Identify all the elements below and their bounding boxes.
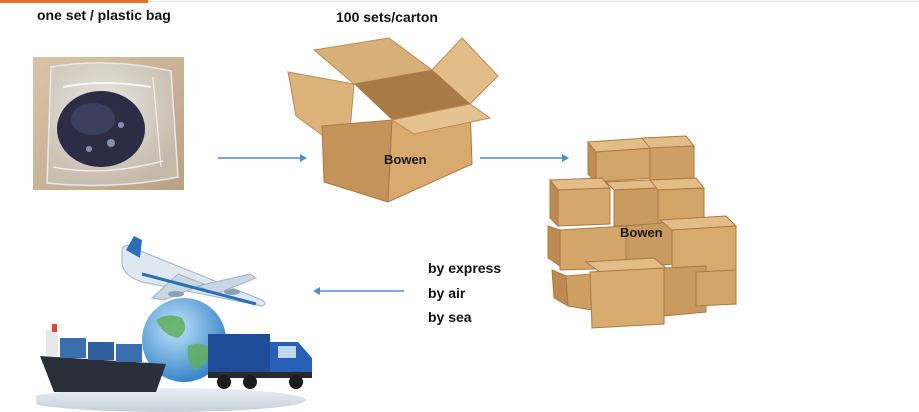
airplane-icon (121, 236, 266, 307)
shipping-methods: by express by air by sea (428, 256, 501, 330)
ship-icon (40, 324, 166, 392)
open-box-icon (287, 37, 499, 203)
stack-brand-label: Bowen (620, 225, 663, 240)
arrow-right-icon (218, 154, 307, 162)
shipping-method-sea: by sea (428, 309, 472, 325)
top-rule (148, 1, 919, 2)
arrow-left-icon (313, 287, 404, 295)
carton-brand-label: Bowen (384, 152, 427, 167)
truck-icon (208, 334, 312, 389)
shipping-method-air: by air (428, 284, 466, 301)
bag-label: one set / plastic bag (37, 7, 171, 23)
carton-label: 100 sets/carton (336, 9, 438, 25)
shipping-method-express: by express (428, 260, 502, 276)
transport-collage-icon (36, 236, 312, 412)
arrow-right-icon (480, 154, 569, 162)
box-stack-icon (547, 135, 738, 329)
plastic-bag-photo (33, 57, 184, 190)
accent-line (0, 0, 148, 3)
